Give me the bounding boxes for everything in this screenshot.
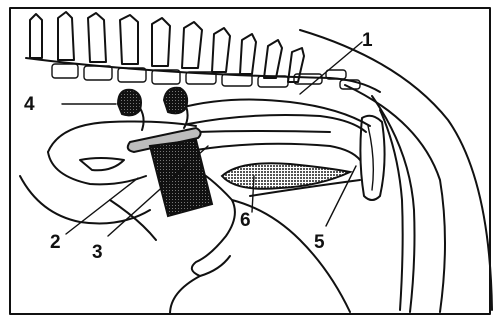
label-6: 6 — [240, 210, 251, 231]
palate-segments — [52, 64, 360, 89]
label-3: 3 — [92, 242, 103, 263]
airway — [180, 100, 370, 160]
label-4: 4 — [24, 94, 35, 115]
label-2: 2 — [50, 232, 61, 253]
label-1: 1 — [362, 30, 373, 51]
larynx — [360, 116, 384, 200]
label-5: 5 — [314, 232, 325, 253]
vertebrae — [26, 12, 380, 92]
